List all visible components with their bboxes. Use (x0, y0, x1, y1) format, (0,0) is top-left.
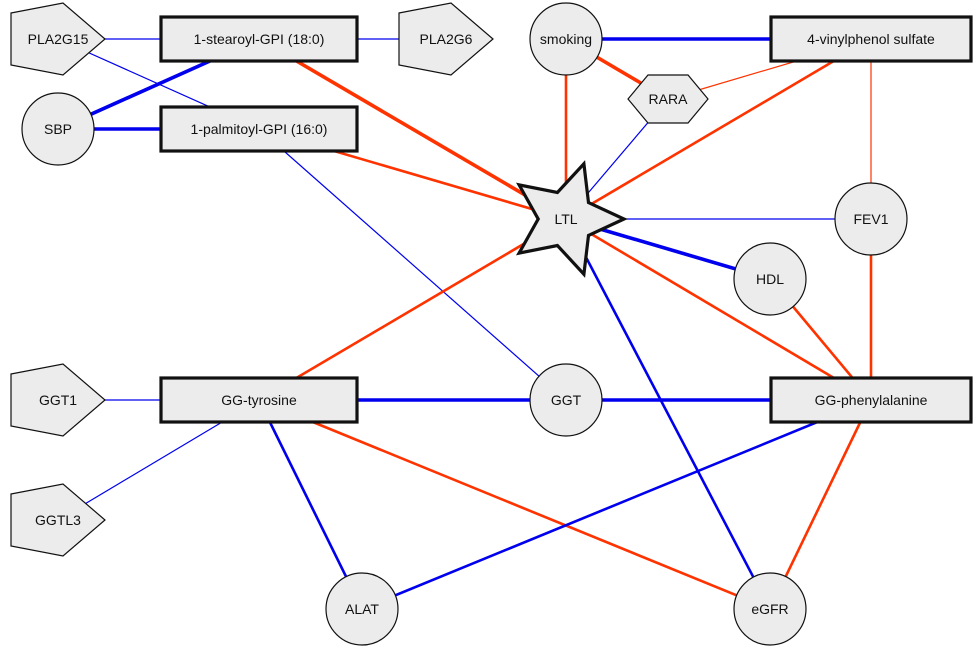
edge-GGphe-eGFR (768, 399, 873, 610)
rect-node-shape[interactable] (159, 105, 359, 153)
node-label: RARA (649, 91, 689, 107)
circle-node-shape[interactable] (529, 2, 603, 76)
edge-GGtyr-eGFR (258, 398, 771, 611)
node-label: LTL (554, 211, 577, 227)
node-label: 1-palmitoyl-GPI (16:0) (191, 121, 328, 137)
node-ggtl3[interactable]: GGTL3 (10, 483, 106, 557)
node-pla2g6[interactable]: PLA2G6 (398, 2, 494, 76)
pentagon-node-shape[interactable] (10, 363, 106, 437)
circle-node-shape[interactable] (733, 242, 807, 316)
edge-GGtyr-ALAT (257, 399, 364, 610)
node-ggphe[interactable]: GG-phenylalanine (769, 376, 973, 424)
pentagon-node-shape[interactable] (10, 483, 106, 557)
node-label: GG-phenylalanine (815, 392, 928, 408)
node-label: smoking (540, 31, 592, 47)
rect-node-shape[interactable] (159, 15, 359, 63)
node-ggt1[interactable]: GGT1 (10, 363, 106, 437)
edge-LTL-GGphe (565, 217, 872, 402)
node-hdl[interactable]: HDL (733, 242, 807, 316)
circle-node-shape[interactable] (325, 572, 399, 646)
circle-node-shape[interactable] (834, 182, 908, 256)
node-sbp[interactable]: SBP (21, 92, 95, 166)
node-label: GG-tyrosine (221, 392, 297, 408)
node-ggtyr[interactable]: GG-tyrosine (159, 376, 359, 424)
node-label: FEV1 (853, 211, 888, 227)
star-node-shape[interactable] (516, 160, 628, 278)
node-vinyl[interactable]: 4-vinylphenol sulfate (769, 15, 973, 63)
edge-LTL-eGFR (564, 218, 772, 610)
node-fev1[interactable]: FEV1 (834, 182, 908, 256)
hexagon-node-shape[interactable] (627, 74, 709, 124)
node-rara[interactable]: RARA (627, 74, 709, 124)
pentagon-node-shape[interactable] (10, 2, 106, 76)
rect-node-shape[interactable] (159, 376, 359, 424)
node-label: GGT1 (39, 392, 77, 408)
node-label: 4-vinylphenol sulfate (807, 31, 935, 47)
node-stearoyl[interactable]: 1-stearoyl-GPI (18:0) (159, 15, 359, 63)
edge-LTL-GGtyr (258, 217, 567, 402)
node-egfr[interactable]: eGFR (733, 572, 807, 646)
node-alat[interactable]: ALAT (325, 572, 399, 646)
rect-node-shape[interactable] (769, 15, 973, 63)
edge-GGphe-ALAT (361, 398, 872, 611)
node-label: 1-stearoyl-GPI (18:0) (194, 31, 325, 47)
pentagon-node-shape[interactable] (398, 2, 494, 76)
node-label: ALAT (345, 601, 379, 617)
node-label: GGT (551, 392, 582, 408)
rect-node-shape[interactable] (769, 376, 973, 424)
node-palmitoyl[interactable]: 1-palmitoyl-GPI (16:0) (159, 105, 359, 153)
node-label: SBP (44, 121, 72, 137)
node-label: PLA2G15 (28, 31, 89, 47)
node-ggt[interactable]: GGT (529, 363, 603, 437)
node-smoking[interactable]: smoking (529, 2, 603, 76)
circle-node-shape[interactable] (21, 92, 95, 166)
node-label: GGTL3 (35, 512, 81, 528)
circle-node-shape[interactable] (529, 363, 603, 437)
node-label: PLA2G6 (420, 31, 473, 47)
circle-node-shape[interactable] (733, 572, 807, 646)
edge-vinyl-LTL (565, 37, 872, 221)
node-pla2g15[interactable]: PLA2G15 (10, 2, 106, 76)
edge-stearoyl-LTL (258, 37, 567, 221)
node-label: eGFR (751, 601, 788, 617)
node-ltl[interactable]: LTL (516, 160, 628, 278)
edge-palmitoyl-GGT (258, 128, 567, 401)
node-label: HDL (756, 271, 784, 287)
